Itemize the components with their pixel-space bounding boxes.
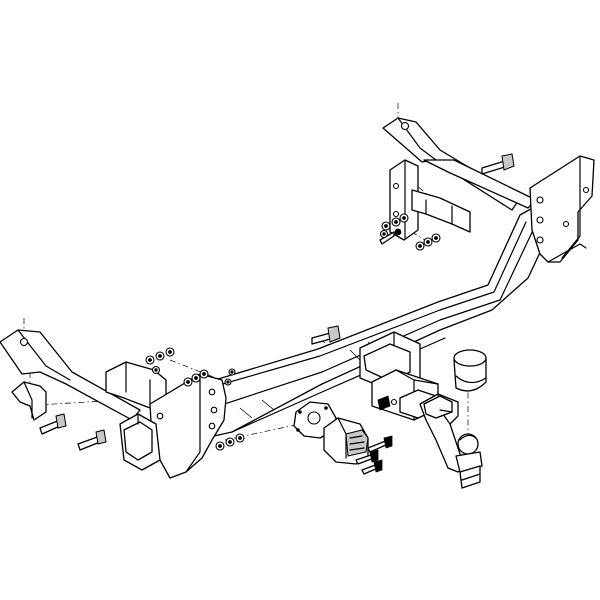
left-side-plate [149, 373, 227, 479]
bolt-socket-1 [367, 435, 393, 453]
nuts-left-middle [183, 368, 236, 387]
tow-ball-neck [419, 393, 471, 473]
tow-ball-cover [453, 349, 487, 392]
electrical-socket [323, 417, 369, 465]
center-receiver-bracket [359, 331, 439, 421]
bolt-receiver [377, 395, 398, 411]
bolt-left-lower [39, 413, 67, 435]
bolt-center [311, 325, 341, 345]
tow-ball [455, 433, 483, 489]
bolt-left-bottom [77, 429, 107, 451]
nuts-left-lower [215, 433, 245, 451]
nuts-left-upper [145, 347, 175, 375]
left-plate-bracket [105, 361, 167, 409]
bolt-right-lower [379, 228, 402, 245]
bolt-socket-2 [355, 449, 379, 465]
right-side-plate [529, 155, 595, 263]
bolt-top-right [481, 153, 515, 175]
left-lower-bracket [11, 381, 47, 421]
bolt-socket-3 [361, 459, 383, 475]
left-square-tube [119, 413, 161, 471]
main-crossbar-beam [174, 200, 561, 439]
nuts-right-lower [415, 233, 441, 251]
right-plate-bracket [411, 189, 471, 233]
nuts-right-upper [379, 213, 409, 239]
